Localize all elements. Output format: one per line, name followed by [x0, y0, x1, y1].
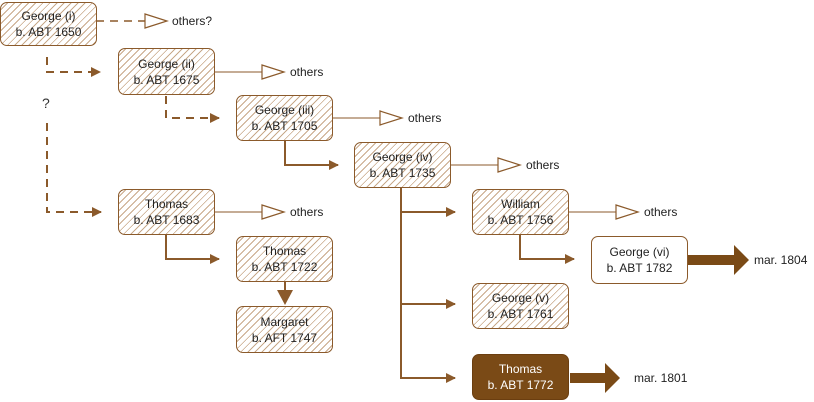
node-george-ii[interactable]: George (ii) b. ABT 1675 — [118, 48, 215, 95]
node-thomas-1683[interactable]: Thomas b. ABT 1683 — [118, 189, 215, 235]
others-arrow-thomas-1683 — [261, 204, 286, 220]
others-label-george-iii: others — [408, 111, 442, 125]
edge-unknown-to-thomas-1683 — [46, 123, 102, 217]
node-william[interactable]: William b. ABT 1756 — [472, 189, 569, 235]
node-name: William — [501, 197, 540, 211]
node-date: b. ABT 1683 — [133, 213, 200, 227]
node-thomas-1772[interactable]: Thomas b. ABT 1772 — [472, 354, 569, 400]
others-label-william: others — [644, 205, 678, 219]
node-name: George (ii) — [138, 56, 195, 71]
others-arrow-william — [615, 204, 640, 220]
node-date: b. ABT 1782 — [606, 261, 673, 275]
others-label-thomas-1683: others — [290, 205, 324, 219]
node-george-v[interactable]: George (v) b. ABT 1761 — [472, 283, 569, 329]
others-arrow-q — [144, 13, 169, 29]
node-name: Thomas — [498, 362, 543, 376]
others-label-george-i: others? — [172, 14, 213, 28]
node-george-i[interactable]: George (i) b. ABT 1650 — [0, 2, 97, 46]
edge-george-ii-to-george-iii — [165, 96, 220, 123]
node-name: George (iv) — [372, 150, 433, 164]
marriage-arrow-thomas-1772 — [570, 363, 620, 393]
edge-george-iv-trunk — [400, 187, 456, 383]
node-name: Margaret — [260, 314, 309, 329]
edge-thomas-1683-to-thomas-1722 — [165, 234, 220, 264]
others-label-george-ii: others — [290, 65, 324, 79]
node-date: b. ABT 1756 — [487, 213, 554, 227]
node-name: Thomas — [144, 197, 189, 211]
node-name: Thomas — [262, 244, 307, 258]
node-name: George (i) — [21, 9, 76, 23]
marriage-label-1804: mar. 1804 — [754, 253, 808, 267]
edge-george-iii-to-george-iv — [284, 140, 339, 170]
node-date: b. ABT 1675 — [133, 72, 200, 87]
others-arrow-george-iv — [497, 157, 522, 173]
node-name: George (v) — [491, 291, 550, 305]
node-name: George (iii) — [254, 103, 315, 117]
arrowhead-to-margaret — [277, 290, 293, 305]
node-date: b. ABT 1650 — [15, 25, 82, 39]
edge-william-to-george-vi — [519, 234, 575, 264]
node-george-iv[interactable]: George (iv) b. ABT 1735 — [354, 142, 451, 188]
edge-george-i-to-george-ii — [46, 57, 101, 77]
others-arrow-george-ii — [261, 64, 286, 80]
marriage-arrow-george-vi — [688, 245, 749, 275]
unknown-parent-question-mark: ? — [42, 95, 50, 111]
node-date: b. ABT 1722 — [251, 260, 318, 274]
node-george-iii[interactable]: George (iii) b. ABT 1705 — [236, 95, 333, 141]
node-date: b. AFT 1747 — [251, 330, 318, 345]
node-date: b. ABT 1772 — [487, 378, 554, 392]
others-label-george-iv: others — [526, 158, 560, 172]
node-date: b. ABT 1735 — [369, 166, 436, 180]
node-thomas-1722[interactable]: Thomas b. ABT 1722 — [236, 236, 333, 282]
node-margaret[interactable]: Margaret b. AFT 1747 — [236, 306, 333, 353]
others-arrow-george-iii — [379, 110, 404, 126]
node-name: George (vi) — [609, 245, 670, 259]
marriage-label-1801: mar. 1801 — [634, 371, 688, 385]
node-date: b. ABT 1705 — [251, 119, 318, 133]
node-george-vi[interactable]: George (vi) b. ABT 1782 — [591, 236, 688, 284]
node-date: b. ABT 1761 — [487, 307, 554, 321]
